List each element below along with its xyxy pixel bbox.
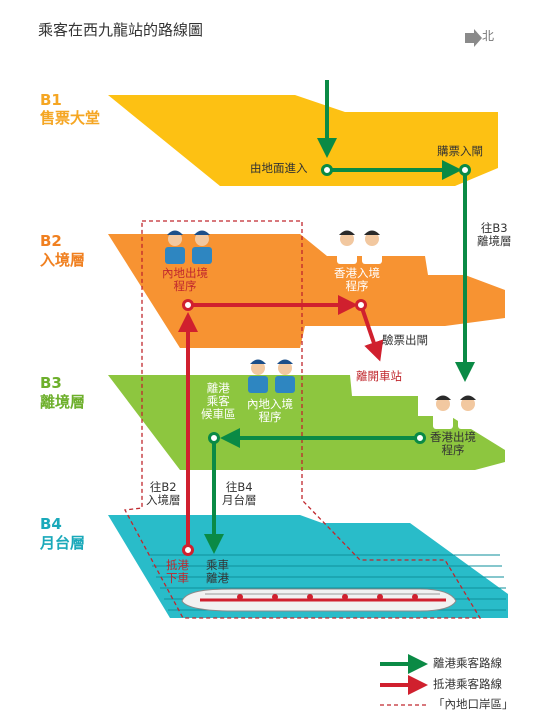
mainland-exit-process-label: 內地出境程序 xyxy=(162,266,208,294)
level-b4-code: B4 xyxy=(40,515,62,533)
mainland-officer-icon xyxy=(165,230,212,264)
arrival-route xyxy=(178,295,384,548)
north-label: 北 xyxy=(481,29,494,43)
level-b2-name: 入境層 xyxy=(40,251,86,269)
hk-entry-process-label: 香港入境程序 xyxy=(334,266,380,294)
north-arrow-icon xyxy=(465,29,482,47)
level-b2-code: B2 xyxy=(40,232,62,250)
level-b4-name: 月台層 xyxy=(40,534,86,552)
hk-officer-icon xyxy=(337,230,382,264)
leave-station-label: 離開車站 xyxy=(356,369,402,383)
ticket-exit-label: 驗票出閘 xyxy=(382,333,428,347)
legend-departure-label: 離港乘客路線 xyxy=(433,656,502,670)
departure-waiting-area-label: 離港乘客候車區 xyxy=(201,381,236,422)
route-nodes xyxy=(182,164,471,556)
departure-route xyxy=(204,80,475,554)
level-b1-name: 售票大堂 xyxy=(40,109,101,127)
hk-officer-icon xyxy=(433,395,478,429)
legend-arrival-label: 抵港乘客路線 xyxy=(433,677,502,691)
mainland-officer-icon xyxy=(248,359,295,393)
level-b3-plane xyxy=(108,375,505,470)
level-b1-plane xyxy=(108,95,498,186)
page-title: 乘客在西九龍站的路線圖 xyxy=(38,21,204,39)
hk-exit-process-label: 香港出境程序 xyxy=(430,430,476,458)
level-b1-code: B1 xyxy=(40,91,62,109)
legend-boundary-label: 「內地口岸區」 xyxy=(433,697,514,711)
level-b3-code: B3 xyxy=(40,374,62,392)
mainland-entry-process-label: 內地入境程序 xyxy=(247,397,293,425)
board-depart-label: 乘車離港 xyxy=(206,558,229,586)
enter-from-ground-label: 由地面進入 xyxy=(250,161,308,175)
arrive-alight-label: 抵港下車 xyxy=(166,558,189,586)
ticket-gate-label: 購票入閘 xyxy=(437,144,483,158)
train-icon xyxy=(181,588,457,612)
level-b3-name: 離境層 xyxy=(40,393,86,411)
